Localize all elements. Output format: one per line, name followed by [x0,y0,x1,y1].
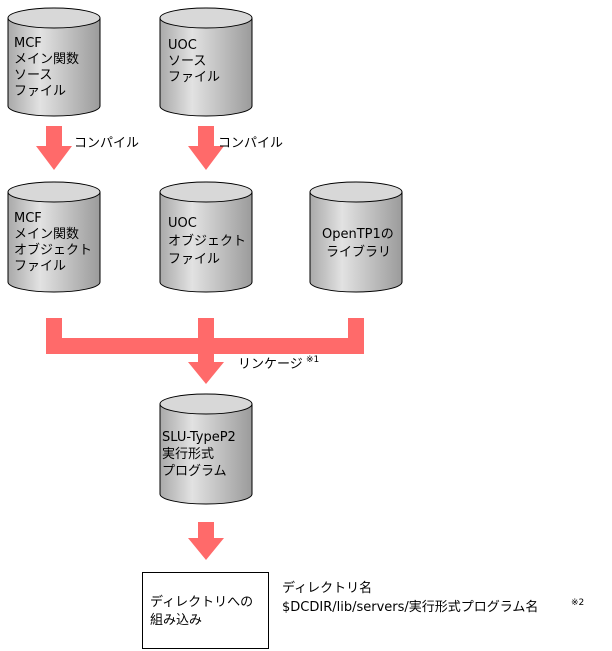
mcf-object-line-3: オブジェクト [14,242,92,258]
uoc-object-line-2: オブジェクト [168,233,246,249]
directory-install-box: ディレクトリへの 組み込み [142,572,269,649]
executable-line-1: SLU-TypeP2 [162,430,236,445]
cylinder-mcf-source: MCF メイン関数 ソース ファイル [7,7,101,117]
mcf-source-line-3: ソース [14,68,52,83]
compile-label-right: コンパイル [218,136,283,151]
directory-box-line-1: ディレクトリへの [150,594,253,610]
cylinder-opentp1-library: OpenTP1の ライブラリ [309,181,403,293]
mcf-source-line-1: MCF [14,36,42,51]
compile-arrow-left [36,126,72,170]
uoc-source-line-2: ソース [168,54,206,69]
opentp1-line-2: ライブラリ [326,244,391,260]
mcf-source-line-4: ファイル [14,84,66,99]
cylinder-uoc-source: UOC ソース ファイル [159,7,253,117]
cylinder-uoc-object: UOC オブジェクト ファイル [159,181,253,293]
cylinder-executable: SLU-TypeP2 実行形式 プログラム [159,393,253,505]
mcf-object-line-1: MCF [14,211,42,226]
cylinder-mcf-object: MCF メイン関数 オブジェクト ファイル [7,181,101,293]
uoc-object-line-3: ファイル [168,252,220,267]
linkage-label: リンケージ [238,357,303,372]
linkage-note: ※1 [306,355,319,365]
uoc-object-line-1: UOC [168,216,197,231]
linkage-connector [46,318,364,384]
executable-line-2: 実行形式 [162,446,214,462]
directory-box-line-2: 組み込み [150,613,202,628]
directory-note: ※2 [571,598,584,608]
directory-path: $DCDIR/lib/servers/実行形式プログラム名 [282,599,538,615]
mcf-object-line-2: メイン関数 [14,227,79,242]
uoc-source-line-1: UOC [168,38,197,53]
executable-line-3: プログラム [162,464,227,479]
uoc-source-line-3: ファイル [168,70,220,85]
compile-arrow-right [188,126,224,170]
mcf-object-line-4: ファイル [14,259,66,274]
opentp1-line-1: OpenTP1の [322,227,394,242]
mcf-source-line-2: メイン関数 [14,52,79,67]
install-arrow [188,522,224,560]
directory-name-title: ディレクトリ名 [282,580,372,596]
compile-label-left: コンパイル [74,136,139,151]
